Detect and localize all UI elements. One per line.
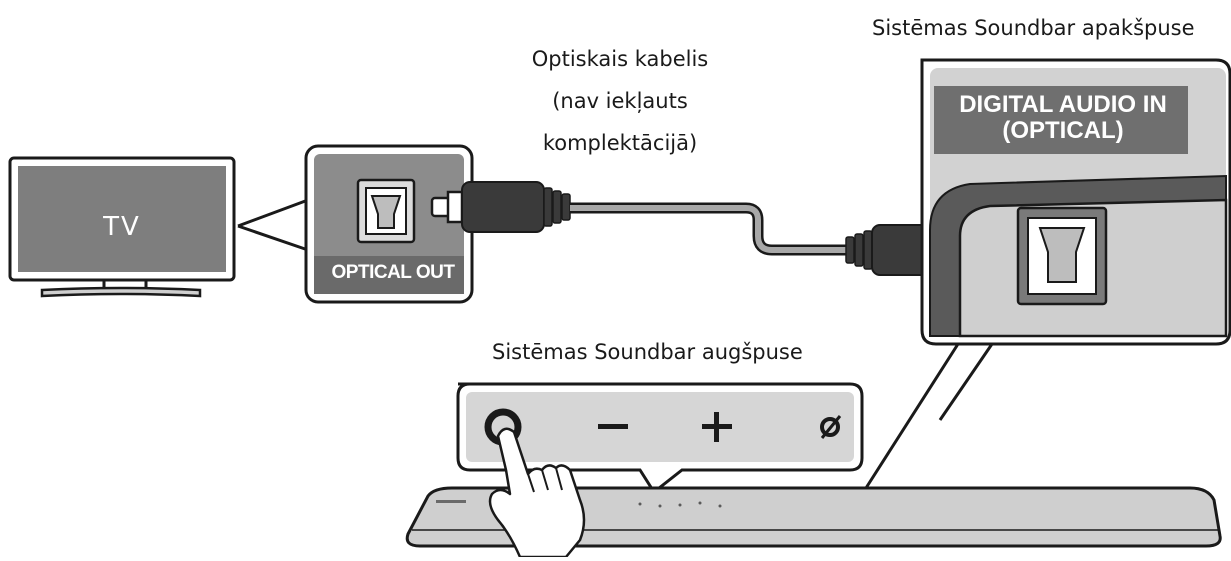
volume-up-icon: [702, 412, 732, 442]
cable-label-line2: (nav iekļauts: [552, 89, 688, 113]
volume-down-icon: [598, 424, 628, 429]
digital-audio-in-label: DIGITAL AUDIO IN (OPTICAL): [938, 92, 1188, 144]
optical-out-label: OPTICAL OUT: [331, 262, 455, 283]
tv-icon: [8, 156, 236, 298]
optical-port-icon: [356, 178, 416, 244]
callout-pointer: [237, 198, 309, 252]
cable-label: Optiskais kabelis (nav iekļauts komplekt…: [520, 38, 720, 164]
optical-port-icon: [1016, 206, 1108, 306]
cable-label-line1: Optiskais kabelis: [531, 47, 709, 71]
digital-audio-in-line1: DIGITAL AUDIO IN: [959, 91, 1167, 118]
callout-pointer: [864, 343, 994, 489]
source-icon: [820, 415, 842, 439]
tv-label: TV: [103, 212, 141, 242]
soundbar-bottom-label: Sistēmas Soundbar apakšpuse: [872, 16, 1195, 40]
soundbar-bottom-panel: [920, 58, 1231, 346]
cable-label-line3: komplektācijā): [542, 131, 698, 155]
optical-cable: [570, 202, 846, 256]
digital-audio-in-line2: (OPTICAL): [1002, 117, 1124, 144]
finger-icon: [488, 427, 586, 559]
optical-plug-left: [430, 181, 571, 233]
soundbar-top-label: Sistēmas Soundbar augšpuse: [492, 340, 803, 364]
